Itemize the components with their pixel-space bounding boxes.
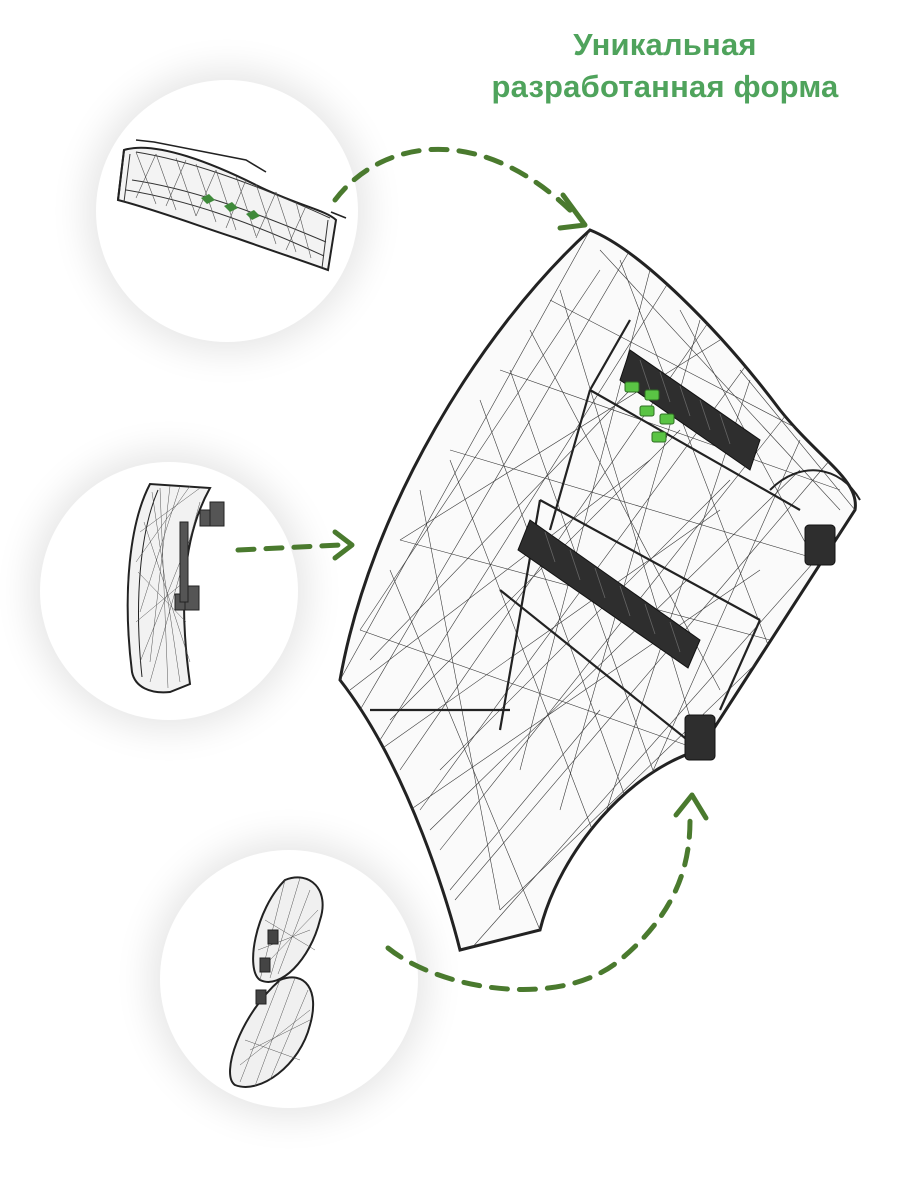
pillow-top-view-illustration [116, 139, 347, 272]
view-circle-side [40, 462, 298, 720]
view-circle-top [96, 80, 358, 342]
view-circle-folded [160, 850, 418, 1108]
headline-line-2: разработанная форма [491, 69, 839, 104]
pillow-folded-view-illustration [229, 876, 324, 1088]
headline-line-1: Уникальная [573, 27, 757, 62]
wireframe-lumbar-pillow-illustration [338, 228, 861, 952]
headline: Уникальная разработанная форма [440, 24, 890, 108]
main-wireframe-pillow [300, 210, 880, 970]
pillow-side-view-illustration [126, 482, 225, 694]
arrow-top-to-main [332, 146, 578, 218]
